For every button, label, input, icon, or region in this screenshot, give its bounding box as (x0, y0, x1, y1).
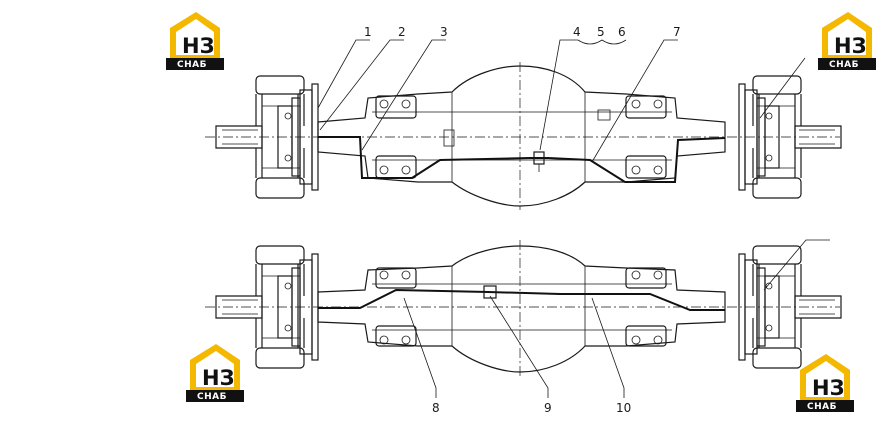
svg-text:СНАБ: СНАБ (197, 392, 227, 402)
callout-6: 6 (618, 25, 626, 39)
svg-text:НЗ: НЗ (202, 366, 235, 390)
svg-text:СНАБ: СНАБ (829, 60, 859, 70)
callout-7: 7 (673, 25, 681, 39)
top-axle-view (205, 39, 842, 210)
callout-9: 9 (544, 401, 552, 415)
callout-8: 8 (432, 401, 440, 415)
callout-4: 4 (573, 25, 581, 39)
nz-snab-logo: НЗ СНАБ (796, 354, 854, 412)
callout-1: 1 (364, 25, 372, 39)
nz-snab-logo: НЗ СНАБ (166, 12, 224, 70)
svg-text:СНАБ: СНАБ (807, 402, 837, 412)
nz-snab-logo: НЗ СНАБ (186, 344, 244, 402)
bottom-axle-view (205, 239, 842, 398)
svg-text:НЗ: НЗ (182, 34, 215, 58)
callout-numbers: 1 2 3 4 5 6 7 8 9 10 (364, 25, 681, 415)
callout-10: 10 (616, 401, 631, 415)
callout-3: 3 (440, 25, 448, 39)
callout-2: 2 (398, 25, 406, 39)
svg-text:СНАБ: СНАБ (177, 60, 207, 70)
nz-snab-logo: НЗ СНАБ (818, 12, 876, 70)
svg-text:НЗ: НЗ (812, 376, 845, 400)
callout-5: 5 (597, 25, 605, 39)
svg-text:НЗ: НЗ (834, 34, 867, 58)
